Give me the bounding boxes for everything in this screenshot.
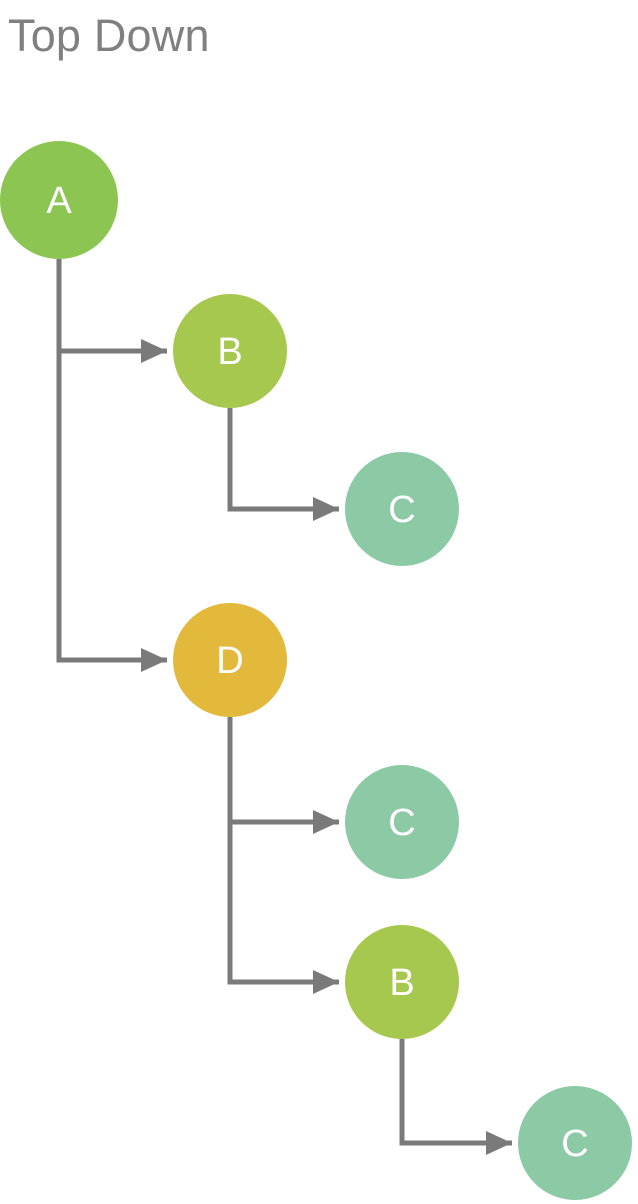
node-a-n1[interactable]: A [0,141,118,259]
node-circle[interactable] [518,1086,632,1200]
node-c-n5[interactable]: C [345,765,459,879]
node-circle[interactable] [173,294,287,408]
edge-n1-to-n4 [56,259,167,672]
edge-n1-to-n2 [56,259,167,363]
node-d-n4[interactable]: D [173,603,287,717]
edge-n4-to-n5 [227,717,339,834]
node-b-n2[interactable]: B [173,294,287,408]
edge-layer [56,259,512,1155]
node-circle[interactable] [173,603,287,717]
node-c-n7[interactable]: C [518,1086,632,1200]
arrowhead-icon [486,1131,512,1155]
node-circle[interactable] [345,765,459,879]
edge-n4-to-n6 [227,717,339,994]
node-circle[interactable] [0,141,118,259]
edge-n6-to-n7 [399,1039,512,1155]
arrowhead-icon [313,970,339,994]
node-c-n3[interactable]: C [345,452,459,566]
arrowhead-icon [313,497,339,521]
arrowhead-icon [313,810,339,834]
node-b-n6[interactable]: B [345,925,459,1039]
edge-n2-to-n3 [227,408,339,521]
arrowhead-icon [141,648,167,672]
node-circle[interactable] [345,452,459,566]
node-circle[interactable] [345,925,459,1039]
arrowhead-icon [141,339,167,363]
page-title: Top Down [8,10,210,61]
